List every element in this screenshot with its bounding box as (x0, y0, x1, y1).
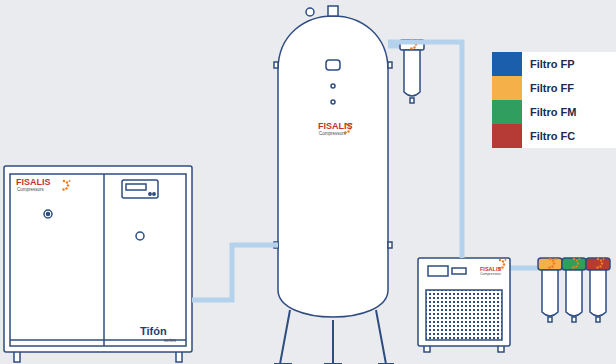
filter-drain (548, 317, 552, 322)
panel-seam (103, 174, 105, 346)
logo-dot (601, 262, 603, 264)
tank-lifting-ring (306, 8, 314, 16)
filter-bowl (542, 270, 558, 316)
dryer-grille (426, 290, 502, 340)
legend-swatch (492, 52, 522, 76)
logo-dot (413, 46, 415, 48)
air-dryer (418, 258, 510, 346)
equipment-drawing (4, 6, 610, 364)
logo-dot (62, 188, 64, 190)
air-tank (278, 16, 388, 317)
door-lock (44, 210, 52, 218)
filter-drain (596, 317, 600, 322)
line-filter-bowl (404, 50, 420, 96)
dryer-display (428, 266, 448, 276)
logo-dot (63, 180, 65, 182)
logo-dot (573, 258, 575, 260)
logo-dot (502, 260, 504, 262)
legend-row: Filtro FP (492, 52, 616, 76)
air-pipe (388, 42, 462, 258)
legend-swatch (492, 124, 522, 148)
legend-row: Filtro FF (492, 76, 616, 100)
logo-dot (548, 266, 550, 268)
brand-logo: FISALIS (318, 122, 353, 131)
logo-dot (67, 184, 69, 186)
logo-dot (603, 258, 605, 260)
tank-window (326, 60, 340, 70)
tank-leg (280, 310, 386, 364)
logo-dot (551, 265, 553, 267)
logo-dot (575, 265, 577, 267)
logo-dot (499, 259, 501, 261)
logo-dot (69, 180, 71, 182)
logo-dot (553, 262, 555, 264)
logo-dot (552, 259, 554, 261)
filter-bowl (566, 270, 582, 316)
filter-bowl (590, 270, 606, 316)
logo-dot (579, 258, 581, 260)
logo-dot (501, 266, 503, 268)
legend-label: Filtro FF (522, 76, 616, 100)
button (149, 193, 151, 195)
control-display (122, 180, 158, 198)
legend-row: Filtro FM (492, 100, 616, 124)
logo-dot (599, 265, 601, 267)
brand-subtitle: Compressors (480, 273, 501, 277)
model-series: series (164, 339, 176, 344)
legend-swatch (492, 76, 522, 100)
compressor-housing (4, 166, 192, 352)
logo-dot (65, 187, 67, 189)
tank-port (331, 100, 335, 104)
tank-tab (388, 62, 392, 68)
logo-dot (577, 262, 579, 264)
logo-dot (576, 259, 578, 261)
model-name: Tifón (140, 326, 167, 337)
button (153, 193, 155, 195)
filter-set (538, 258, 610, 322)
logo-dot (555, 258, 557, 260)
logo-dot (503, 263, 505, 265)
emergency-stop (136, 232, 144, 240)
door-lock (47, 213, 50, 216)
logo-dot (597, 258, 599, 260)
brand-logo: FISALIS (480, 267, 501, 273)
filter-cap-fm (562, 258, 586, 270)
air-tank: FISALISCompressors (278, 10, 388, 310)
tank-tab (274, 62, 278, 68)
tank-port (331, 84, 335, 88)
brand-subtitle: Compressors (319, 132, 346, 137)
dryer-screen (452, 268, 466, 274)
compressor-frame (10, 174, 186, 346)
legend-label: Filtro FC (522, 124, 616, 148)
brand-subtitle: Compressors (17, 188, 44, 193)
logo-dot (410, 47, 412, 49)
brand-logo: FISALIS (16, 178, 51, 187)
logo-dot (572, 266, 574, 268)
legend-swatch (492, 100, 522, 124)
filter-drain (572, 317, 576, 322)
legend-row: Filtro FC (492, 124, 616, 148)
air-dryer: FISALISCompressors (418, 258, 510, 346)
filter-cap-fc (586, 258, 610, 270)
logo-dot (600, 259, 602, 261)
legend-label: Filtro FP (522, 52, 616, 76)
logo-dot (66, 181, 68, 183)
tank-foot (274, 363, 394, 364)
legend-label: Filtro FM (522, 100, 616, 124)
compressor: FISALISCompressorsTifón series (4, 166, 192, 352)
legend: Filtro FPFiltro FFFiltro FMFiltro FC (492, 52, 616, 148)
panel-seam (10, 339, 186, 341)
filter-cap-ff (538, 258, 562, 270)
logo-dot (596, 266, 598, 268)
display-screen (126, 184, 146, 190)
logo-dot (505, 259, 507, 261)
logo-dot (549, 258, 551, 260)
filter-drain (410, 98, 414, 103)
tank-tab (388, 242, 392, 248)
tank-nozzle (328, 6, 338, 16)
air-pipe (192, 245, 278, 300)
